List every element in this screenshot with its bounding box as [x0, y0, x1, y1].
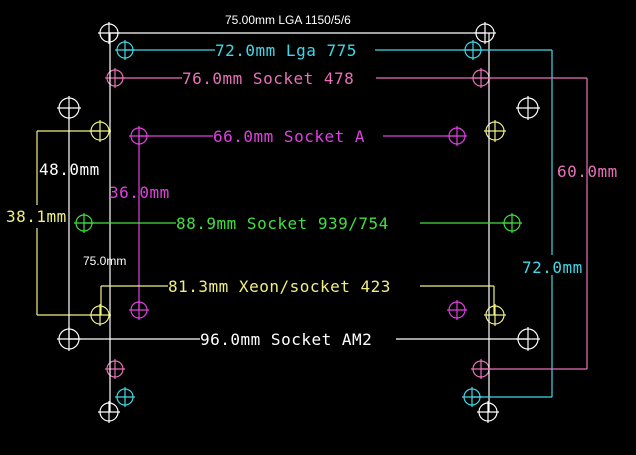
s478-label: 76.0mm Socket 478: [182, 69, 354, 88]
s478-mounting-hole-icon: [105, 359, 125, 379]
lga775-dimension: [125, 49, 553, 398]
s423-mounting-hole-icon: [484, 304, 506, 326]
s423-vertical-label: 38.1mm: [6, 207, 67, 226]
lga775-vertical-label: 72.0mm: [522, 258, 583, 277]
lga1150-mounting-hole-icon: [477, 401, 499, 423]
s478-dimension: [115, 77, 588, 370]
lga775-label: 72.0mm Lga 775: [215, 41, 357, 60]
s423-label: 81.3mm Xeon/socket 423: [168, 277, 391, 296]
socketA-label: 66.0mm Socket A: [213, 127, 365, 146]
am2-mounting-hole-icon: [516, 96, 540, 120]
lga1150-mounting-hole-icon: [98, 401, 120, 423]
am2-dimension: [68, 108, 528, 340]
am2-vertical-label: 48.0mm: [39, 160, 100, 179]
lga1150-vertical-label: 75.0mm: [83, 254, 126, 268]
s478-vertical-label: 60.0mm: [557, 162, 618, 181]
am2-label: 96.0mm Socket AM2: [200, 330, 372, 349]
lga1150-label: 75.00mm LGA 1150/5/6: [225, 13, 351, 27]
lga775-mounting-hole-icon: [115, 387, 135, 407]
socketA-mounting-hole-icon: [447, 300, 467, 320]
socketA-vertical-label: 36.0mm: [109, 183, 170, 202]
s423-mounting-hole-icon: [484, 120, 506, 142]
s939-label: 88.9mm Socket 939/754: [176, 214, 389, 233]
